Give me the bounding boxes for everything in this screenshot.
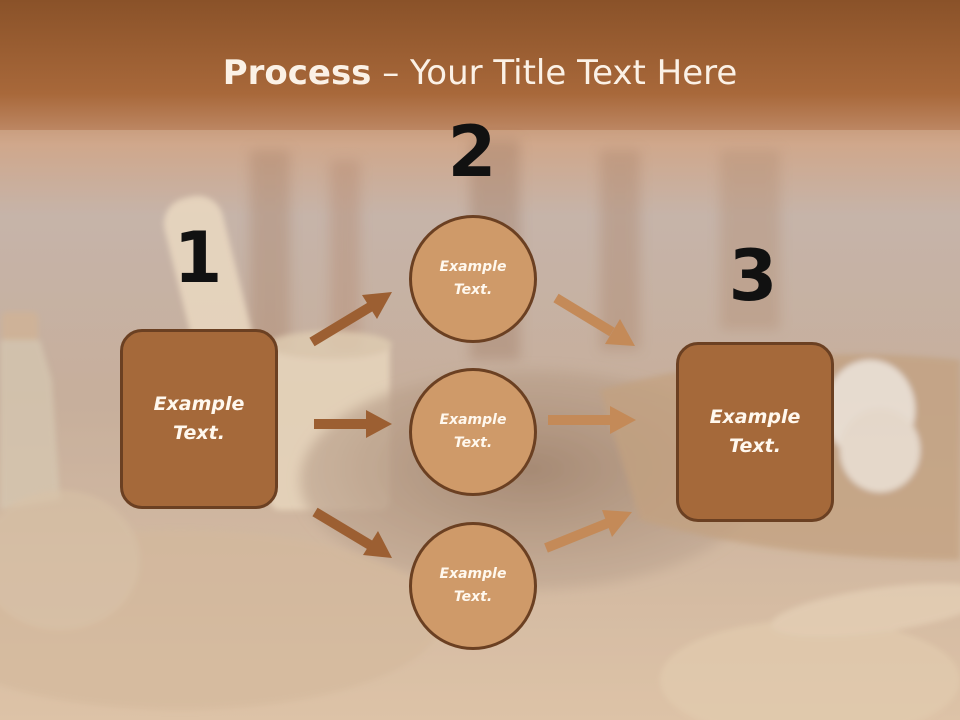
step-1-text-line1: Example: [153, 393, 245, 415]
circle-middle[interactable]: Example Text.: [409, 368, 537, 496]
circle-middle-text-line1: Example: [439, 412, 507, 428]
step-number-2: 2: [447, 111, 497, 193]
circle-top-text-line2: Text.: [453, 282, 493, 298]
circle-bottom[interactable]: Example Text.: [409, 522, 537, 650]
arrow-circle-top-to-box3: [553, 293, 635, 346]
circle-top[interactable]: Example Text.: [409, 215, 537, 343]
step-3-box[interactable]: Example Text.: [676, 342, 834, 522]
step-1-box[interactable]: Example Text.: [120, 329, 278, 509]
step-number-1: 1: [173, 217, 223, 299]
circle-top-text-line1: Example: [439, 259, 507, 275]
arrow-box1-to-circle-bottom: [312, 507, 392, 558]
circle-middle-text-line2: Text.: [453, 435, 493, 451]
title-rest: – Your Title Text Here: [371, 53, 738, 93]
step-3-text-line2: Text.: [729, 435, 781, 457]
circle-bottom-text-line1: Example: [439, 566, 507, 582]
title-bold: Process: [222, 53, 372, 93]
slide-title: Process – Your Title Text Here: [0, 50, 960, 96]
arrow-circle-middle-to-box3: [548, 406, 636, 434]
circle-bottom-text-line2: Text.: [453, 589, 493, 605]
arrow-box1-to-circle-top: [309, 292, 392, 347]
arrow-box1-to-circle-middle: [314, 410, 392, 438]
step-number-3: 3: [728, 235, 778, 317]
step-3-text-line1: Example: [709, 406, 801, 428]
arrow-circle-bottom-to-box3: [544, 510, 632, 553]
step-1-text-line2: Text.: [173, 422, 225, 444]
